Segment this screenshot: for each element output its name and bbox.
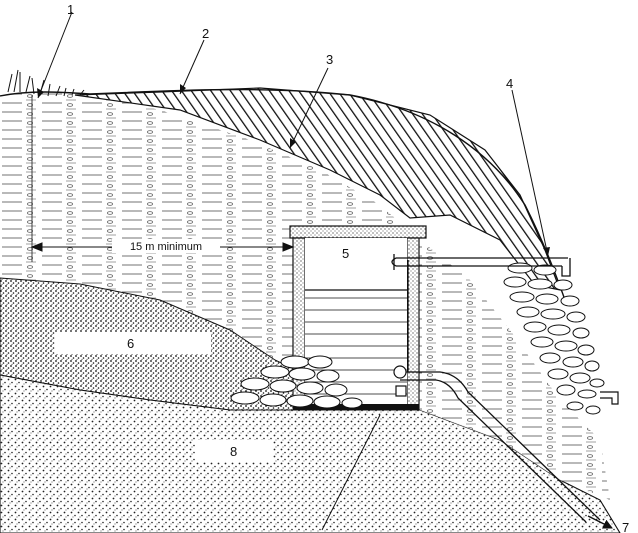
spring-box-right-wall bbox=[406, 237, 420, 409]
callout-2: 2 bbox=[202, 26, 209, 41]
callout-leaders bbox=[37, 11, 549, 531]
drain-spout bbox=[600, 391, 619, 405]
label-plate-8 bbox=[196, 440, 272, 462]
spring-box-interior bbox=[305, 238, 407, 408]
outlet-pipe bbox=[400, 371, 601, 523]
callout-3: 3 bbox=[326, 52, 333, 67]
outlet-flow-arrow bbox=[587, 515, 613, 529]
ground-surface bbox=[0, 88, 566, 301]
stone-riprap bbox=[503, 262, 605, 415]
overflow-pipe bbox=[391, 254, 571, 277]
gravel-pack bbox=[230, 355, 363, 409]
callout-1: 1 bbox=[67, 2, 74, 17]
callout-8: 8 bbox=[230, 444, 237, 459]
callout-6: 6 bbox=[127, 336, 134, 351]
stored-water bbox=[305, 289, 407, 395]
spring-box-slab bbox=[289, 225, 427, 239]
callout-7: 7 bbox=[622, 520, 629, 533]
valve bbox=[393, 260, 409, 397]
dimension-label: 15 m minimum bbox=[130, 241, 202, 253]
label-plate-6 bbox=[55, 332, 211, 354]
lower-right-soil bbox=[420, 260, 610, 500]
callout-5: 5 bbox=[342, 246, 349, 261]
callout-4: 4 bbox=[506, 76, 513, 91]
